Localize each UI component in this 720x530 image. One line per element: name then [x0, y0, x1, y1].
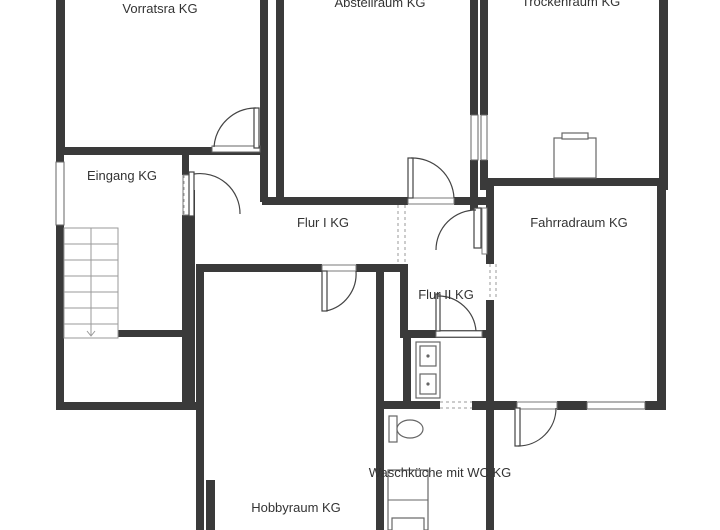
passage-markers [183, 175, 497, 409]
door-opening [407, 197, 455, 205]
wall [262, 197, 408, 205]
wall [56, 147, 212, 155]
room-label-abstellraum: Abstellraum KG [334, 0, 425, 10]
wall [56, 225, 64, 410]
openings [182, 174, 558, 410]
washing-machines [387, 469, 429, 530]
door-opening [435, 330, 483, 338]
wall [480, 160, 488, 190]
room-label-trockenraum: Trockenraum KG [522, 0, 621, 9]
wall [400, 264, 408, 338]
wall [182, 150, 189, 175]
wall [454, 197, 490, 205]
wall [56, 0, 65, 155]
wall [470, 0, 478, 115]
wall [486, 401, 494, 530]
room-label-hobbyraum: Hobbyraum KG [251, 500, 341, 515]
window [55, 161, 65, 226]
walls [56, 0, 668, 530]
wall [557, 401, 587, 410]
wall [486, 300, 494, 410]
room-labels: Vorratsra KG Abstellraum KG Trockenraum … [87, 0, 628, 515]
window [470, 114, 479, 161]
wall [384, 401, 440, 409]
wall [480, 0, 488, 115]
room-label-waschkueche: Waschküche mit WC KG [369, 465, 512, 480]
wall [376, 268, 384, 530]
double-sink [415, 341, 441, 399]
door-flur2-lower [435, 293, 477, 332]
wall [260, 0, 268, 202]
window [586, 401, 646, 410]
wall [276, 0, 284, 202]
wall [56, 147, 64, 162]
wall [657, 184, 666, 410]
wall [206, 480, 215, 530]
wall [480, 178, 668, 186]
fixtures [387, 132, 597, 530]
toilet [388, 415, 424, 443]
wall [486, 184, 494, 264]
wall [645, 401, 666, 410]
door-abstellraum [407, 157, 455, 199]
door-fahrradraum [514, 407, 557, 447]
staircase [63, 227, 119, 339]
window [480, 114, 488, 161]
door-eingang [188, 171, 241, 217]
room-label-fahrradraum: Fahrradraum KG [530, 215, 628, 230]
wall [470, 160, 478, 210]
windows [55, 114, 646, 410]
wall [196, 266, 204, 530]
door-opening [516, 401, 558, 410]
room-label-eingang: Eingang KG [87, 168, 157, 183]
window [211, 145, 261, 153]
doors [188, 107, 557, 447]
door-flur2 [435, 207, 482, 251]
wall [188, 190, 195, 405]
door-hobbyraum [321, 270, 357, 312]
room-label-flur1: Flur I KG [297, 215, 349, 230]
door-opening [321, 264, 357, 272]
wall [403, 336, 411, 406]
wall [472, 401, 517, 410]
trockenraum-table [553, 132, 597, 179]
wall [118, 330, 182, 337]
wall [56, 402, 196, 410]
door-opening [481, 207, 488, 255]
room-label-vorratsraum: Vorratsra KG [122, 1, 197, 16]
wall [659, 0, 668, 190]
room-label-flur2: Flur II KG [418, 287, 474, 302]
door-vorratsraum [213, 107, 260, 149]
wall [182, 215, 189, 405]
wall [196, 264, 322, 272]
